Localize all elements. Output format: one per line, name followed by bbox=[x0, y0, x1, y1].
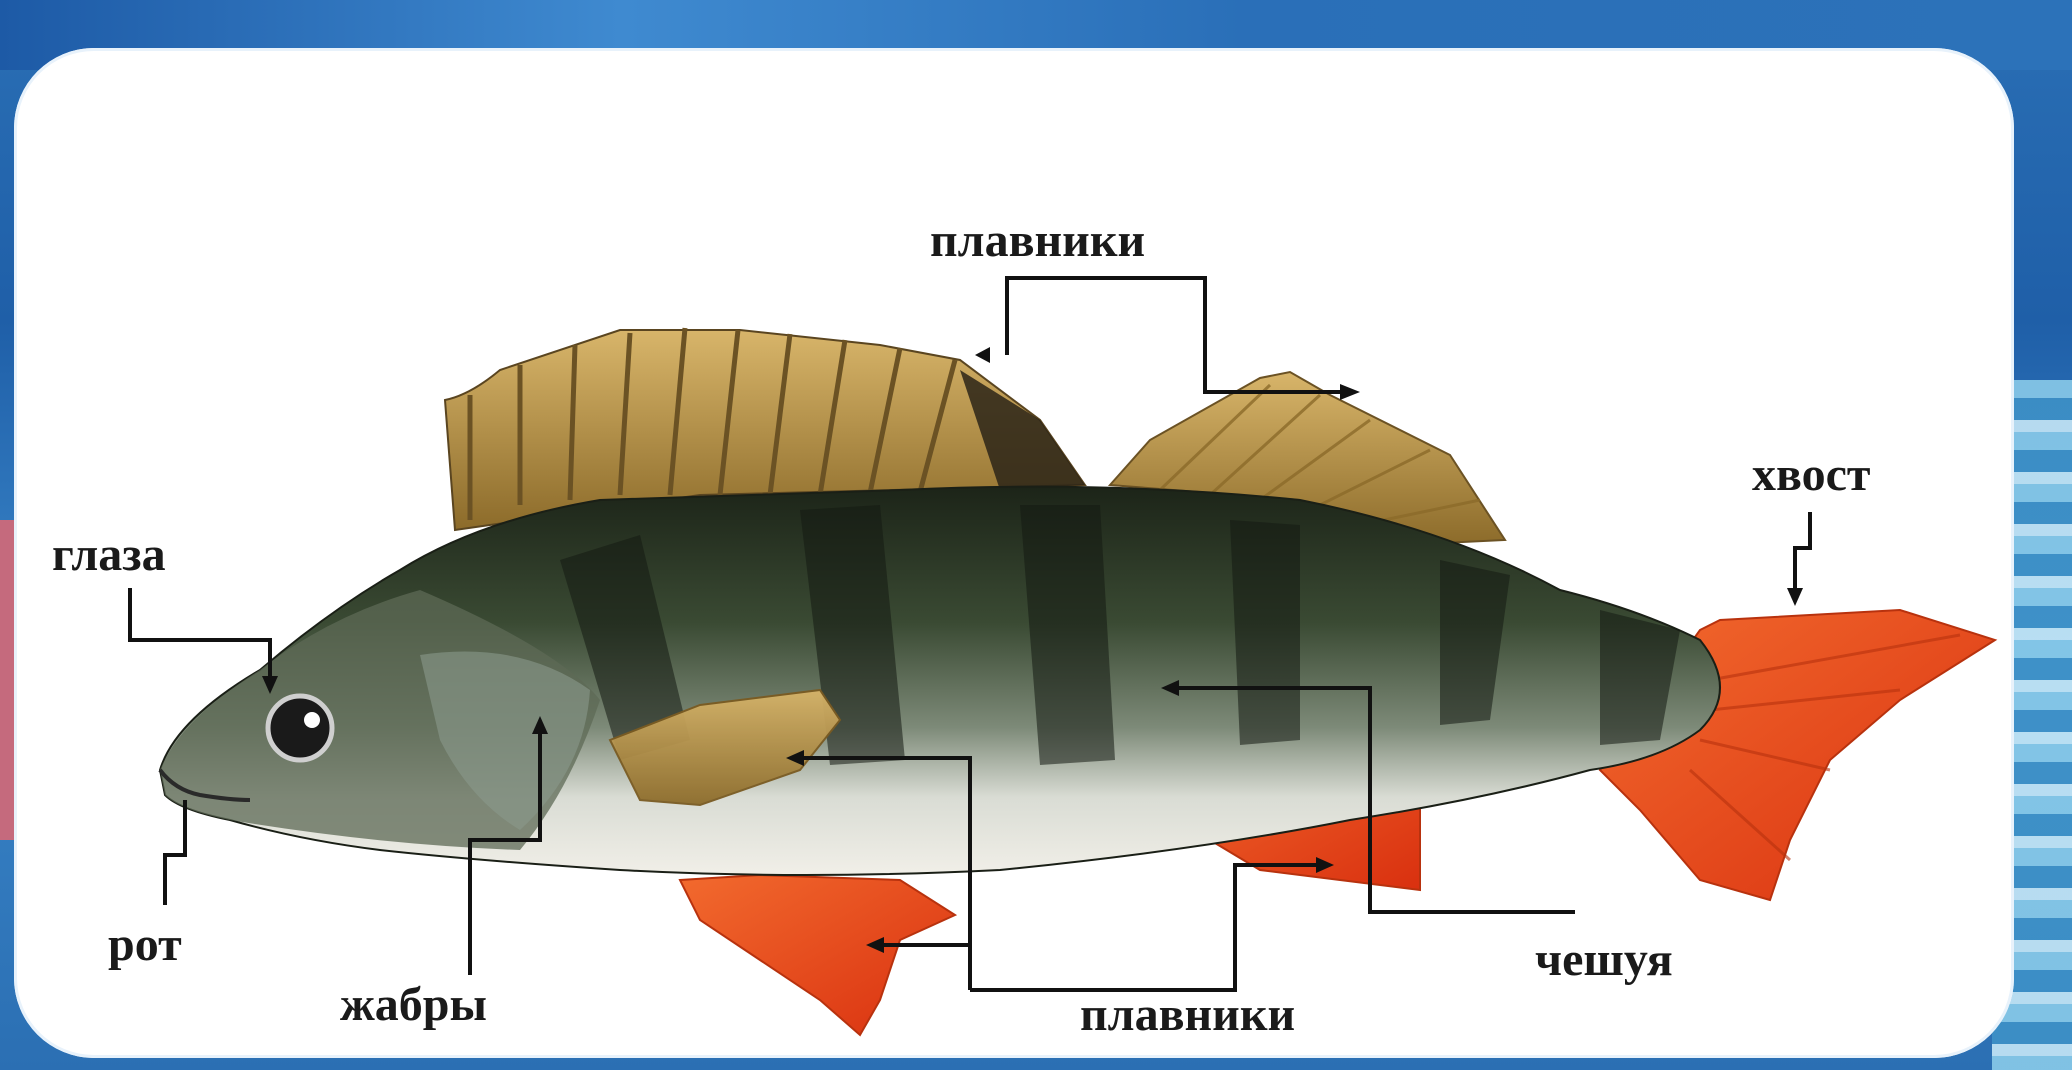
label-eyes: глаза bbox=[52, 528, 166, 581]
label-gills: жабры bbox=[340, 978, 487, 1031]
label-scales: чешуя bbox=[1535, 933, 1673, 986]
fish-body bbox=[160, 487, 1720, 875]
label-mouth: рот bbox=[108, 918, 182, 971]
label-fins-top: плавники bbox=[930, 214, 1145, 267]
label-tail: хвост bbox=[1752, 448, 1870, 501]
eye bbox=[268, 696, 332, 760]
pelvic-fin bbox=[680, 875, 955, 1035]
label-fins-bottom: плавники bbox=[1080, 988, 1295, 1041]
